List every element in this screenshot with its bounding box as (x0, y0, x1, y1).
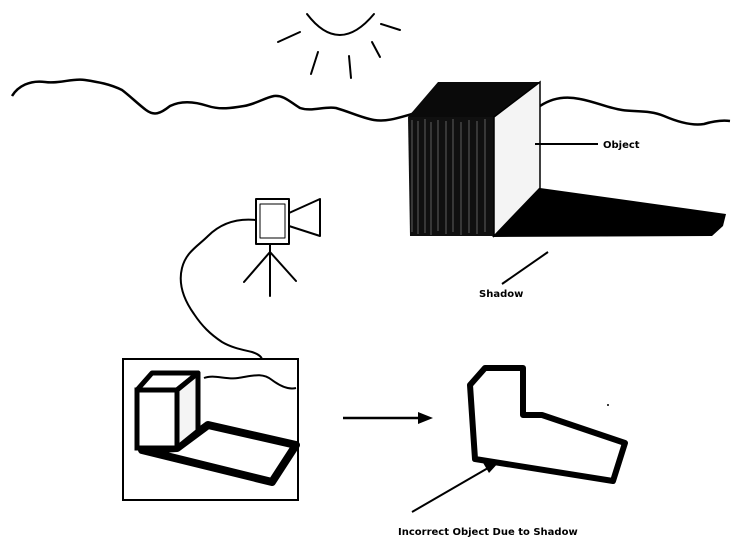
horizon-line (10, 78, 441, 122)
shadow-label: Shadow (479, 289, 523, 300)
camera-cable (179, 218, 263, 361)
object-block (408, 80, 726, 238)
object-side-face (493, 80, 541, 238)
object-top-face (408, 82, 540, 117)
video-camera-icon (255, 198, 321, 245)
tripod-icon (243, 244, 297, 297)
object-front-face (408, 117, 494, 236)
sun-icon (277, 13, 401, 79)
incorrect-object-outline (467, 365, 628, 484)
speck (607, 404, 609, 406)
incorrect-leader-arrow (411, 461, 500, 513)
horizon-line-right (539, 96, 731, 126)
arrow-right-icon (343, 412, 433, 424)
captured-image-content (134, 370, 300, 486)
incorrect-object-label: Incorrect Object Due to Shadow (398, 527, 578, 538)
object-label: Object (603, 140, 640, 151)
shadow-leader-line (501, 251, 549, 285)
object-shadow (492, 188, 726, 237)
